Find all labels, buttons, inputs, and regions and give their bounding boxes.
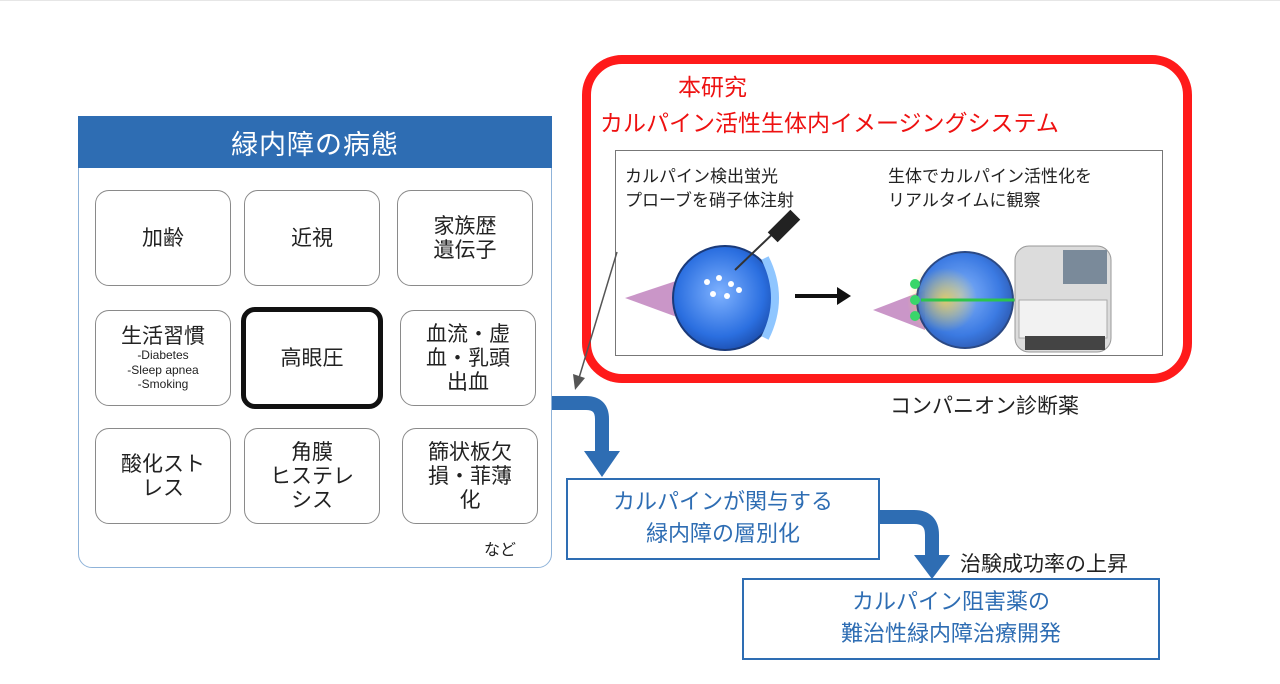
imaging-device-icon	[1014, 245, 1112, 353]
cell-corneal-hysteresis: 角膜 ヒステレ シス	[244, 428, 380, 524]
companion-diagnostic-label: コンパニオン診断薬	[890, 394, 1079, 418]
imaging-illustration	[625, 209, 1112, 353]
cell-blood-flow: 血流・虚 血・乳頭 出血	[400, 310, 536, 406]
cell-oxidative-stress: 酸化スト レス	[95, 428, 231, 524]
eye-icon	[625, 245, 779, 351]
success-rate-label: 治験成功率の上昇	[960, 552, 1128, 576]
cell-text: 遺伝子	[433, 238, 497, 262]
injection-caption: カルパイン検出蛍光 プローブを硝子体注射	[625, 165, 794, 213]
pathology-panel-title: 緑内障の病態	[78, 116, 552, 168]
stratification-line: 緑内障の層別化	[645, 522, 800, 547]
cell-high-iop: 高眼圧	[241, 307, 383, 409]
cell-text: 家族歴	[433, 213, 497, 238]
therapy-line: カルパイン阻害薬の	[851, 590, 1050, 615]
cell-aging: 加齢	[95, 190, 231, 286]
top-divider	[0, 0, 1280, 1]
caption-line: リアルタイムに観察	[888, 191, 1041, 211]
cell-title: 生活習慣	[121, 324, 205, 349]
cell-text: シス	[291, 488, 333, 513]
cell-myopia: 近視	[244, 190, 380, 286]
eye-glow-icon	[873, 251, 1015, 349]
cell-text: 加齢	[142, 225, 184, 250]
cell-text: 高眼圧	[280, 345, 344, 370]
observation-caption: 生体でカルパイン活性化を リアルタイムに観察	[888, 165, 1092, 213]
therapy-line: 難治性緑内障治療開発	[840, 622, 1061, 647]
cell-sub: -Sleep apnea	[127, 362, 199, 377]
therapy-box: カルパイン阻害薬の 難治性緑内障治療開発	[742, 578, 1160, 660]
flow-arrow-1	[552, 396, 620, 477]
flow-arrow-2	[880, 510, 950, 579]
cell-text: 血・乳頭	[426, 345, 510, 370]
research-title-line2: カルパイン活性生体内イメージングシステム	[600, 111, 1059, 137]
syringe-icon	[734, 209, 801, 271]
cell-sub: -Diabetes	[137, 348, 189, 363]
cell-lifestyle: 生活習慣 -Diabetes -Sleep apnea -Smoking	[95, 310, 231, 406]
caption-line: カルパイン検出蛍光	[625, 167, 778, 187]
stratification-line: カルパインが関与する	[612, 490, 833, 515]
cell-text: ヒステレ	[270, 463, 354, 488]
research-title-line1: 本研究	[678, 75, 747, 101]
cell-text: 血流・虚	[426, 321, 510, 346]
cell-family-history: 家族歴 遺伝子	[397, 190, 533, 286]
caption-line: プローブを硝子体注射	[625, 191, 794, 211]
cell-text: レス	[142, 476, 184, 500]
stratification-box: カルパインが関与する 緑内障の層別化	[566, 478, 880, 560]
cell-sub: -Smoking	[137, 377, 189, 392]
research-title: 本研究 カルパイン活性生体内イメージングシステム	[600, 70, 1170, 142]
research-box	[582, 55, 1192, 383]
cell-text: 近視	[291, 225, 333, 250]
cell-text: 酸化スト	[121, 451, 205, 476]
cell-lamina-cribrosa: 篩状板欠 損・菲薄 化	[402, 428, 538, 524]
cell-text: 出血	[447, 370, 489, 395]
link-arrow	[573, 251, 618, 390]
caption-line: 生体でカルパイン活性化を	[888, 167, 1092, 187]
cell-text: 角膜	[291, 439, 333, 464]
cell-text: 損・菲薄	[428, 463, 512, 488]
right-arrow-icon	[795, 287, 851, 305]
cell-text: 化	[459, 488, 481, 513]
etc-label: など	[484, 540, 517, 559]
cell-text: 篩状板欠	[428, 439, 512, 464]
